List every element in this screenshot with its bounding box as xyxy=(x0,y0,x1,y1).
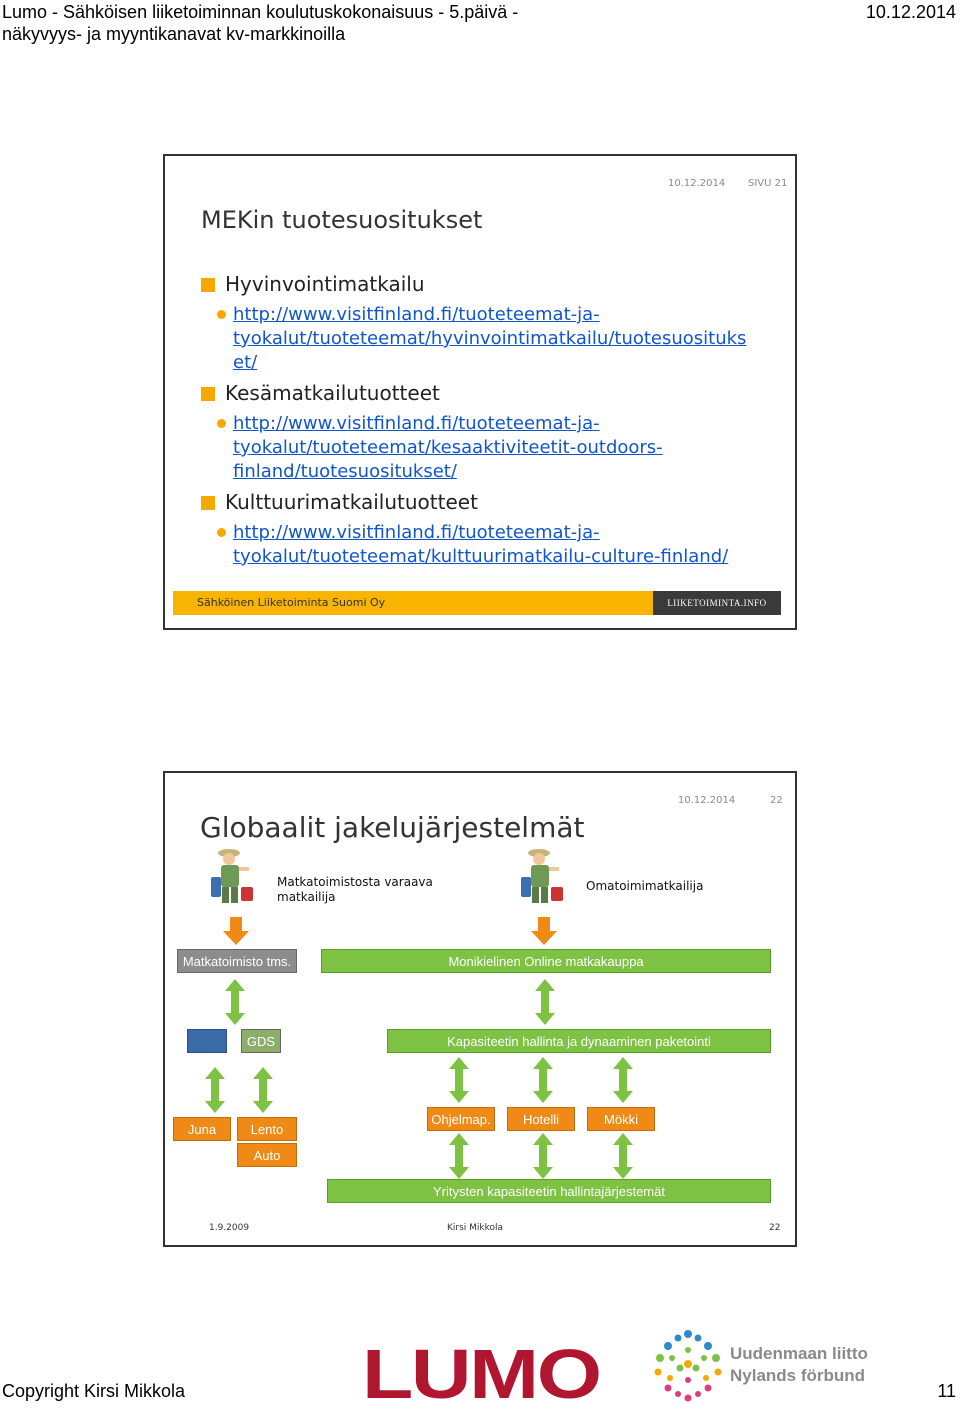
box-gds: GDS xyxy=(241,1029,281,1053)
uusimaa-logo: Uudenmaan liitto Nylands förbund xyxy=(650,1328,870,1402)
link-hyvinvointi[interactable]: http://www.visitfinland.fi/tuoteteemat-j… xyxy=(217,303,773,375)
slide-date: 10.12.2014 xyxy=(668,178,726,189)
traveller-icon xyxy=(521,849,563,903)
box-flight: Lento xyxy=(237,1117,297,1141)
box-capacity-management: Kapasiteetin hallinta ja dynaaminen pake… xyxy=(387,1029,771,1053)
link-kesamatkailu[interactable]: http://www.visitfinland.fi/tuoteteemat-j… xyxy=(217,412,773,484)
arrow-down-icon xyxy=(223,917,249,945)
bullet-heading: Kulttuurimatkailutuotteet xyxy=(201,490,478,514)
box-car: Auto xyxy=(237,1143,297,1167)
bullet-heading: Kesämatkailutuotteet xyxy=(201,381,440,405)
slide-foot-page: 22 xyxy=(769,1223,781,1233)
box-hotel: Hotelli xyxy=(507,1107,575,1131)
dots-logo-icon xyxy=(654,1330,722,1402)
header-date: 10.12.2014 xyxy=(865,2,956,22)
slide-foot-author: Kirsi Mikkola xyxy=(447,1223,504,1233)
lumo-logo: LUMO xyxy=(362,1335,602,1413)
double-arrow-icon xyxy=(449,1057,469,1103)
slide-foot-date: 1.9.2009 xyxy=(209,1223,250,1233)
box-travel-agency: Matkatoimisto tms. xyxy=(177,949,297,973)
double-arrow-icon xyxy=(613,1057,633,1103)
double-arrow-icon xyxy=(225,979,245,1025)
header-title-line1: Lumo - Sähköisen liiketoiminnan koulutus… xyxy=(2,2,519,22)
caption-agency-traveller: Matkatoimistosta varaava matkailija xyxy=(277,875,433,904)
dot-bullet-icon xyxy=(217,528,226,537)
box-activities: Ohjelmap. xyxy=(427,1107,495,1131)
slide-title: MEKin tuotesuositukset xyxy=(201,206,483,234)
arrow-down-icon xyxy=(531,917,557,945)
traveller-icon xyxy=(211,849,253,903)
link-kulttuuri[interactable]: http://www.visitfinland.fi/tuoteteemat-j… xyxy=(217,521,773,569)
slide-page-number: SIVU 21 xyxy=(748,178,788,189)
uusimaa-text-sv: Nylands förbund xyxy=(730,1366,866,1385)
double-arrow-icon xyxy=(449,1133,469,1179)
slide-title: Globaalit jakelujärjestelmät xyxy=(200,811,585,844)
copyright: Copyright Kirsi Mikkola xyxy=(2,1381,186,1401)
box-blue xyxy=(187,1029,227,1053)
header-title-line2: näkyvyys- ja myyntikanavat kv-markkinoil… xyxy=(2,24,346,44)
double-arrow-icon xyxy=(533,1133,553,1179)
page-header: Lumo - Sähköisen liiketoiminnan koulutus… xyxy=(0,0,960,50)
footer-org: Sähköinen Liiketoiminta Suomi Oy xyxy=(197,596,386,609)
double-arrow-icon xyxy=(205,1067,225,1113)
slide-22: 10.12.2014 22 Globaalit jakelujärjestelm… xyxy=(163,771,797,1247)
slide-21: 10.12.2014 SIVU 21 MEKin tuotesuositukse… xyxy=(163,154,797,630)
double-arrow-icon xyxy=(535,979,555,1025)
dot-bullet-icon xyxy=(217,310,226,319)
double-arrow-icon xyxy=(613,1133,633,1179)
square-bullet-icon xyxy=(201,496,215,510)
bullet-heading: Hyvinvointimatkailu xyxy=(201,272,425,296)
square-bullet-icon xyxy=(201,387,215,401)
box-online-store: Monikielinen Online matkakauppa xyxy=(321,949,771,973)
uusimaa-text-fi: Uudenmaan liitto xyxy=(730,1344,868,1363)
box-train: Juna xyxy=(173,1117,231,1141)
double-arrow-icon xyxy=(533,1057,553,1103)
box-company-systems: Yritysten kapasiteetin hallintajärjestem… xyxy=(327,1179,771,1203)
caption-self-traveller: Omatoimimatkailija xyxy=(586,879,704,893)
slide-footer-bar: Sähköinen Liiketoiminta Suomi Oy LIIKETO… xyxy=(173,591,781,615)
double-arrow-icon xyxy=(253,1067,273,1113)
slide-date: 10.12.2014 xyxy=(678,795,736,806)
page-number: 11 xyxy=(937,1381,956,1401)
box-cottage: Mökki xyxy=(587,1107,655,1131)
dot-bullet-icon xyxy=(217,419,226,428)
square-bullet-icon xyxy=(201,278,215,292)
liiketoiminta-logo: LIIKETOIMINTA.INFO xyxy=(653,591,781,615)
slide-page-number: 22 xyxy=(770,795,783,806)
